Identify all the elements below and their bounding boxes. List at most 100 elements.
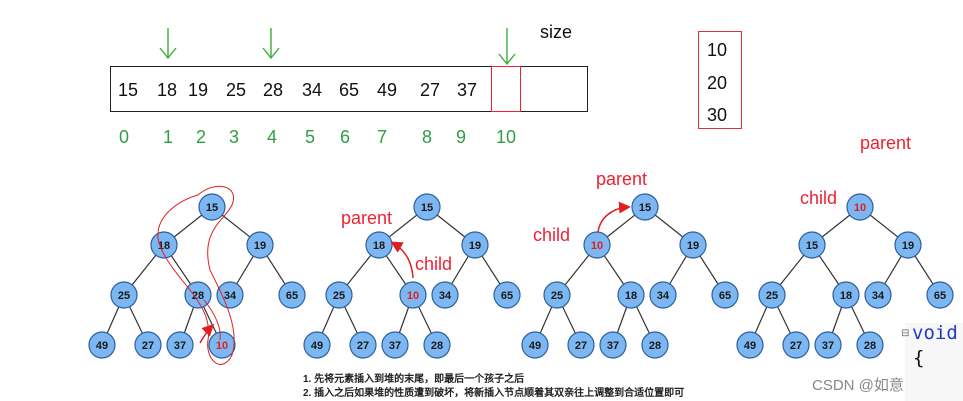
- array-index: 10: [496, 127, 517, 147]
- tree-node-label: 65: [501, 290, 513, 302]
- array-index: 1: [163, 127, 174, 147]
- tree-node: 27: [349, 331, 377, 359]
- tree-node: 27: [567, 331, 595, 359]
- array-cell: 27: [420, 80, 441, 100]
- array-index: 6: [340, 127, 351, 147]
- child-label: child: [800, 188, 838, 208]
- array-cell: 19: [188, 80, 209, 100]
- tree-node: 10: [399, 281, 427, 309]
- parent-label: parent: [860, 133, 912, 153]
- tree-node-label: 10: [854, 202, 866, 214]
- tree-node: 19: [894, 231, 922, 259]
- tree-node-label: 19: [902, 240, 914, 252]
- tree-node: 37: [814, 331, 842, 359]
- tree-node-label: 10: [407, 290, 419, 302]
- tree-node-label: 34: [439, 290, 452, 302]
- green-down-arrow: [262, 28, 280, 60]
- tree-node-label: 27: [357, 340, 369, 352]
- tree-node: 28: [856, 331, 884, 359]
- tree-node-label: 28: [431, 340, 443, 352]
- tree-node: 18: [365, 231, 393, 259]
- array-index: 4: [267, 127, 278, 147]
- tree-node-label: 18: [373, 240, 385, 252]
- tree-node: 27: [134, 331, 162, 359]
- tree-node: 19: [679, 231, 707, 259]
- tree-node-label: 18: [840, 290, 852, 302]
- tree-node: 25: [758, 281, 786, 309]
- code-snippet: [905, 323, 963, 401]
- array-index: 3: [229, 127, 240, 147]
- tree-node-label: 15: [206, 202, 218, 214]
- watermark: CSDN @如意.759: [812, 377, 934, 394]
- array-index: 8: [422, 127, 433, 147]
- tree-node: 10: [583, 231, 611, 259]
- tree-node: 65: [278, 281, 306, 309]
- code-brace: {: [913, 347, 925, 369]
- tree-node: 65: [711, 281, 739, 309]
- tree-node-label: 49: [311, 340, 323, 352]
- red-freehand-outline: [203, 299, 221, 341]
- array-index: 2: [196, 127, 207, 147]
- array-index: 0: [119, 127, 130, 147]
- red-curved-arrow: [199, 323, 215, 344]
- tree-node: 27: [782, 331, 810, 359]
- tree-node: 15: [198, 193, 226, 221]
- tree-node: 25: [543, 281, 571, 309]
- code-keyword: void: [912, 322, 958, 344]
- tree-node-label: 28: [864, 340, 876, 352]
- tree-node-label: 37: [607, 340, 619, 352]
- notes: 1. 先将元素插入到堆的末尾，即最后一个孩子之后 2. 插入之后如果堆的性质遭到…: [303, 373, 684, 401]
- tree-node-label: 37: [389, 340, 401, 352]
- tree-node-label: 15: [806, 240, 818, 252]
- tree-node: 34: [649, 281, 677, 309]
- array-cell: 25: [226, 80, 247, 100]
- parent-label: parent: [341, 208, 393, 228]
- tree-node-label: 19: [469, 240, 481, 252]
- tree-node: 34: [431, 281, 459, 309]
- insert-slot-highlight: [491, 66, 521, 112]
- tree-node: 49: [521, 331, 549, 359]
- array-index: 7: [377, 127, 388, 147]
- tree-node-label: 28: [649, 340, 661, 352]
- child-label: child: [415, 254, 453, 274]
- tree-node: 49: [88, 331, 116, 359]
- parent-label: parent: [596, 169, 648, 189]
- array-cell: 37: [457, 80, 478, 100]
- array-cell: 28: [263, 80, 284, 100]
- tree-node: 25: [325, 281, 353, 309]
- array-index: 5: [305, 127, 316, 147]
- tree-node: 65: [926, 281, 954, 309]
- tree-node: 15: [631, 193, 659, 221]
- green-down-arrow: [159, 28, 177, 60]
- note-line: 1. 先将元素插入到堆的末尾，即最后一个孩子之后: [303, 374, 525, 385]
- tree-node-label: 34: [657, 290, 670, 302]
- array-box: [110, 66, 588, 112]
- tree-node: 18: [832, 281, 860, 309]
- tree-node-label: 37: [822, 340, 834, 352]
- tree-node: 28: [641, 331, 669, 359]
- tree-node-label: 25: [551, 290, 563, 302]
- tree-node: 18: [150, 231, 178, 259]
- stack-value: 10: [707, 40, 728, 60]
- tree-node-label: 34: [224, 290, 237, 302]
- stack-box: [698, 31, 742, 129]
- tree-node: 15: [798, 231, 826, 259]
- tree-node: 49: [303, 331, 331, 359]
- child-label: child: [533, 225, 571, 245]
- tree-node-label: 65: [934, 290, 946, 302]
- tree-node-label: 49: [529, 340, 541, 352]
- tree-node: 65: [493, 281, 521, 309]
- tree-node: 15: [413, 193, 441, 221]
- tree-node-label: 27: [142, 340, 154, 352]
- tree-node-label: 37: [174, 340, 186, 352]
- array-cell: 65: [339, 80, 360, 100]
- tree-node: 37: [381, 331, 409, 359]
- tree-node-label: 34: [872, 290, 885, 302]
- tree-node-label: 65: [719, 290, 731, 302]
- fold-icon[interactable]: ⊟: [901, 328, 910, 339]
- tree-node-label: 19: [687, 240, 699, 252]
- tree-node: 37: [599, 331, 627, 359]
- stack-value: 20: [707, 73, 728, 93]
- tree-node-label: 18: [625, 290, 637, 302]
